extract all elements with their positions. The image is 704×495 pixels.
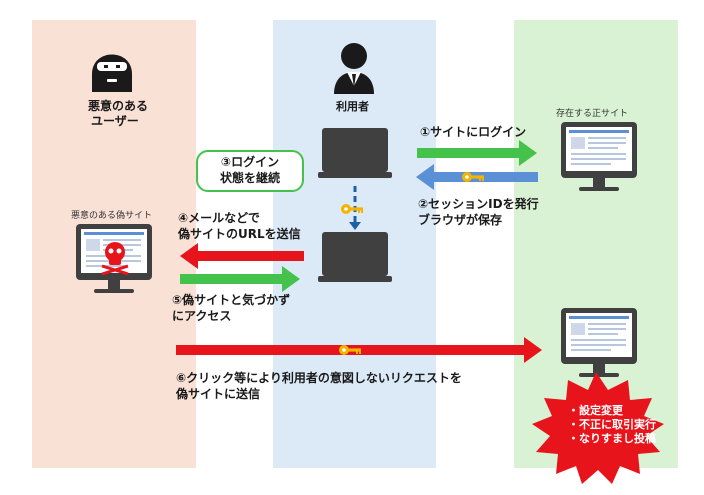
step2-label-line2: ブラウザが保存 <box>418 213 503 227</box>
key-icon <box>341 204 363 214</box>
step5-label-line1: ⑤偽サイトと気づかず <box>172 293 291 307</box>
login-arrow <box>417 140 537 166</box>
user-icon <box>334 43 374 94</box>
step1-label: ①サイトにログイン <box>420 125 527 139</box>
step4-label-line2: 偽サイトのURLを送信 <box>178 227 301 241</box>
fake-site-label: 悪意のある偽サイト <box>71 211 153 221</box>
user-title: 利用者 <box>336 100 369 113</box>
step3-bubble: ③ログイン 状態を継続 <box>196 150 304 192</box>
session-id-arrow <box>416 164 538 190</box>
step5-label-line2: にアクセス <box>172 309 232 323</box>
step6-label-line1: ⑥クリック等により利用者の意図しないリクエストを <box>176 371 462 385</box>
access-arrow <box>180 266 300 292</box>
url-send-arrow <box>180 243 304 269</box>
step3-label-line2: 状態を継続 <box>219 171 280 185</box>
step4-label-line1: ④メールなどで <box>178 211 260 225</box>
malicious-user-title: 悪意のある <box>88 99 149 113</box>
laptop-icon <box>318 128 392 178</box>
malicious-user-title-line2: ユーザー <box>91 114 139 128</box>
step3-label-line1: ③ログイン <box>220 155 280 169</box>
monitor-icon <box>561 308 637 377</box>
step6-label-line2: 偽サイトに送信 <box>176 387 261 401</box>
skull-icon <box>101 242 129 276</box>
starburst-item-1: ・設定変更 <box>568 404 623 417</box>
hacker-icon <box>92 54 132 92</box>
starburst-item-2: ・不正に取引実行 <box>568 418 656 431</box>
step2-label-line1: ②セッションIDを発行 <box>418 197 539 211</box>
laptop-icon <box>318 232 392 282</box>
legit-site-label: 存在する正サイト <box>556 109 629 119</box>
monitor-icon <box>561 122 637 191</box>
starburst-item-3: ・なりすまし投稿 <box>568 432 656 445</box>
session-carry-arrowhead <box>349 222 361 230</box>
damage-starburst <box>532 372 664 484</box>
